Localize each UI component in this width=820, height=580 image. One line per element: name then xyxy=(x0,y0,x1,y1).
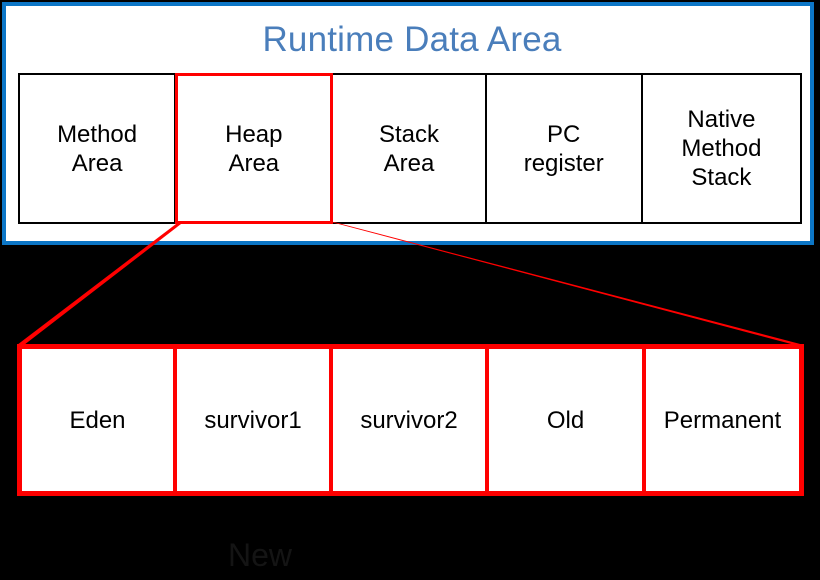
runtime-area-label: Heap Area xyxy=(225,120,283,177)
runtime-area-label: PC register xyxy=(523,120,604,177)
heap-generation-cell-survivor2[interactable]: survivor2 xyxy=(333,349,489,491)
heap-generation-label: Old xyxy=(546,406,585,434)
heap-generation-cell-permanent[interactable]: Permanent xyxy=(646,349,799,491)
heap-generation-label: Eden xyxy=(69,406,126,434)
page-title: Runtime Data Area xyxy=(262,20,562,59)
heap-generation-label: Permanent xyxy=(663,406,782,434)
runtime-area-cell-stack-area[interactable]: Stack Area xyxy=(333,75,487,222)
runtime-area-cell-method-area[interactable]: Method Area xyxy=(20,75,177,222)
heap-generation-cell-old[interactable]: Old xyxy=(489,349,646,491)
heap-generation-cell-eden[interactable]: Eden xyxy=(22,349,177,491)
footnote-label: New xyxy=(228,537,293,573)
heap-generation-cell-survivor1[interactable]: survivor1 xyxy=(177,349,333,491)
heap-generation-label: survivor1 xyxy=(204,406,302,434)
runtime-area-label: Method Area xyxy=(57,120,138,177)
runtime-area-label: Native Method Stack xyxy=(681,106,762,191)
runtime-area-cell-native-method-stack[interactable]: Native Method Stack xyxy=(642,75,801,222)
runtime-area-cell-pc-register[interactable]: PC register xyxy=(486,75,643,222)
runtime-area-table: Method Area Heap Area Stack Area PC regi… xyxy=(18,73,802,224)
heap-generation-table: Eden survivor1 survivor2 Old Permanent xyxy=(17,344,804,496)
runtime-area-label: Stack Area xyxy=(379,120,440,177)
heap-generation-label: survivor2 xyxy=(360,406,458,434)
runtime-area-cell-heap-area[interactable]: Heap Area xyxy=(176,75,334,222)
